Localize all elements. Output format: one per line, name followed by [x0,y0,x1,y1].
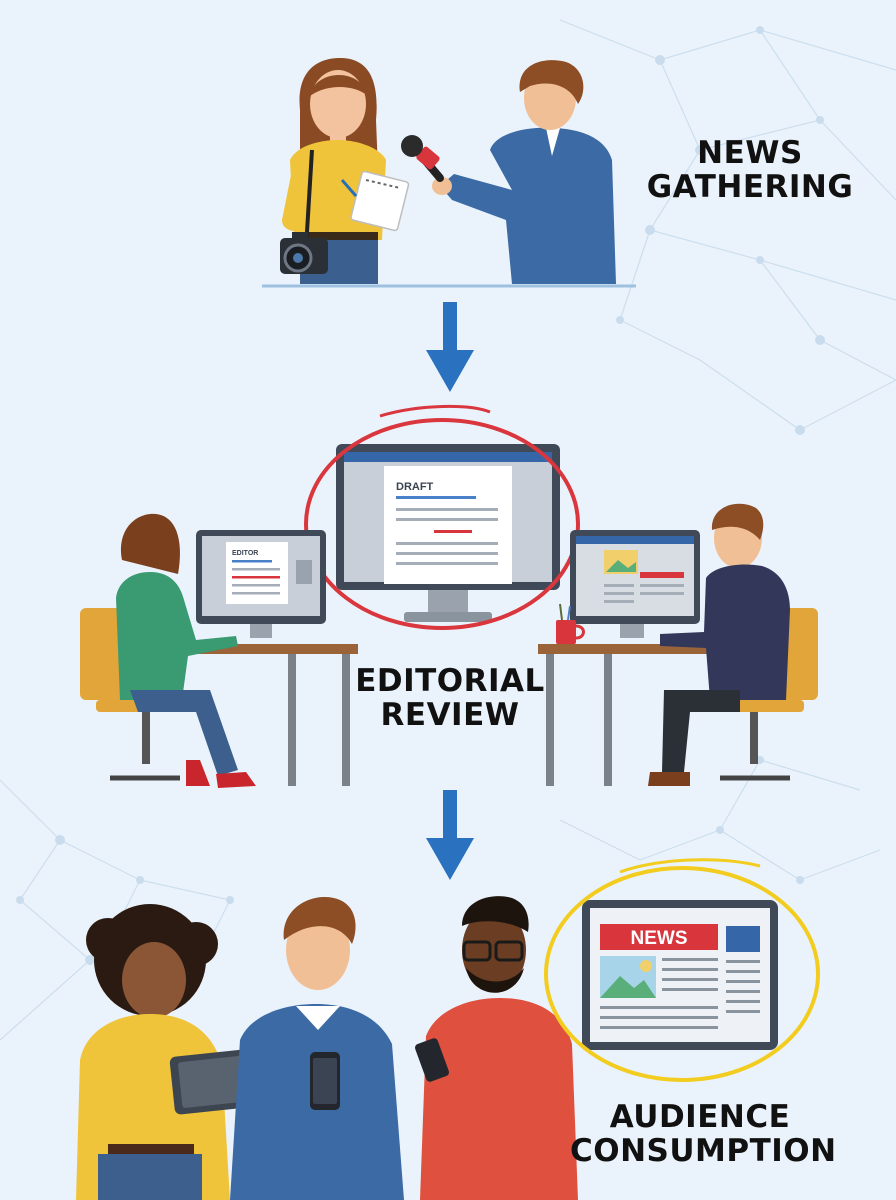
news-label: NEWS [631,928,688,949]
audience-highlight-circle [544,866,820,1082]
stage-label-line: NEWS [697,135,803,171]
microphone-icon [401,135,444,182]
stage-label-editorial-review: EDITORIAL REVIEW [340,664,560,732]
stage-label-news-gathering: NEWS GATHERING [640,136,860,204]
notepad-icon [340,170,410,232]
audience-woman [76,904,230,1200]
editor-woman [80,513,256,788]
editor-man [648,503,818,786]
stage-label-line: REVIEW [380,697,520,733]
main-monitor: DRAFT [336,444,560,622]
stage-label-line: CONSUMPTION [570,1133,837,1169]
audience-consumption-scene: NEWS [76,858,820,1200]
interviewer-man [432,60,616,284]
audience-man-right [415,896,578,1200]
coffee-mug-icon [556,603,585,644]
right-desk [538,530,728,786]
flow-arrow-2 [426,790,474,880]
network-background [0,19,896,1041]
network-nodes [16,26,825,1004]
news-gathering-scene [262,58,636,288]
editor-label: EDITOR [232,550,258,557]
news-device: NEWS [582,900,778,1050]
stage-label-audience-consumption: AUDIENCE CONSUMPTION [570,1099,837,1169]
editorial-review-scene: DRAFT EDITOR [80,404,818,788]
camera-icon [280,232,328,274]
stage-label-line: EDITORIAL [355,663,545,699]
flow-arrow-1 [426,302,474,392]
audience-man-middle [230,897,404,1200]
left-desk: EDITOR [166,530,358,786]
stage-label-line: GATHERING [646,169,854,205]
stage-label-line: AUDIENCE [609,1099,791,1135]
editorial-highlight-circle [304,418,580,630]
smartphone-icon [310,1052,340,1110]
draft-label: DRAFT [396,481,434,493]
